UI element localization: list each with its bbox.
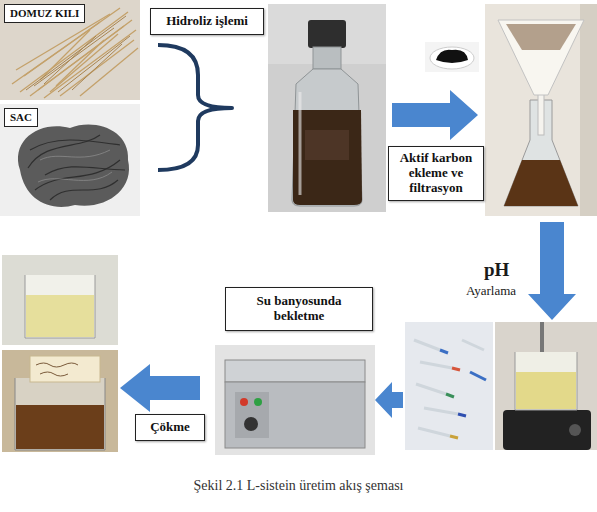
step-label: pH xyxy=(484,259,509,281)
photo-label: SAC xyxy=(4,108,38,127)
hair-photo xyxy=(0,104,140,216)
process-box: Hidroliz işlemi xyxy=(150,8,264,35)
hydrolysis-bottle-photo xyxy=(268,4,386,212)
step-label: Ayarlama xyxy=(466,283,516,299)
precipitate-beaker-photo xyxy=(2,255,118,345)
step-text: Çökme xyxy=(140,420,200,435)
step-text: Su banyosunda bekletme xyxy=(244,294,354,324)
stirrer-beaker-photo xyxy=(495,322,597,450)
step-text: Aktif karbon ekleme ve filtrasyon xyxy=(397,151,475,196)
filtration-photo xyxy=(485,4,597,216)
pig-hair-photo xyxy=(0,0,140,100)
flow-arrow xyxy=(120,364,200,412)
process-box: Aktif karbon ekleme ve filtrasyon xyxy=(388,146,484,201)
ph-strips-photo xyxy=(405,322,493,450)
water-bath-photo xyxy=(215,345,375,455)
activated-carbon-photo xyxy=(425,42,479,72)
process-box: Su banyosunda bekletme xyxy=(225,287,373,331)
grouping-brace xyxy=(158,45,232,170)
step-text: DOMUZ KILI xyxy=(10,7,79,20)
figure-caption: Şekil 2.1 L-sistein üretim akış şeması xyxy=(0,478,597,494)
precipitate-glass-photo xyxy=(2,350,118,452)
step-text: Hidroliz işlemi xyxy=(157,14,257,29)
step-text: SAC xyxy=(10,111,32,124)
flow-arrow xyxy=(392,90,478,140)
photo-label: DOMUZ KILI xyxy=(4,4,85,23)
process-box: Çökme xyxy=(135,414,205,441)
flow-arrow xyxy=(528,222,576,320)
flow-arrow xyxy=(375,382,403,418)
